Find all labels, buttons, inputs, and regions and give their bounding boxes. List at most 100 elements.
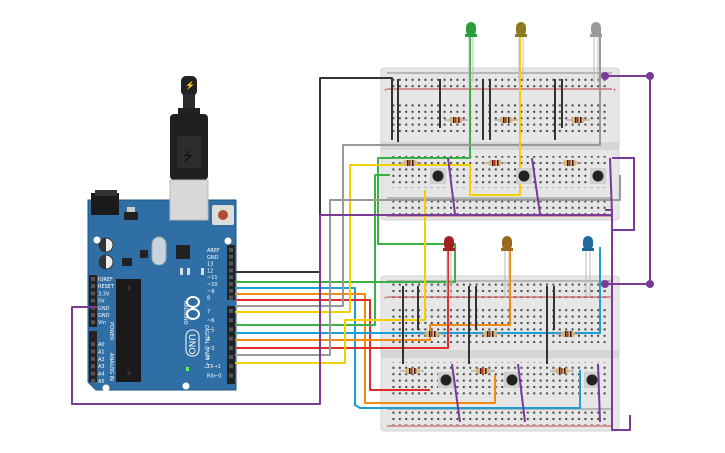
wire-pin12[interactable]	[235, 287, 581, 409]
resistor[interactable]	[558, 160, 582, 166]
resistor[interactable]	[550, 368, 574, 374]
wire-pin13[interactable]	[235, 30, 471, 283]
header-pin[interactable]	[91, 371, 95, 376]
wire-power[interactable]	[605, 209, 631, 431]
wire-gnd[interactable]	[235, 77, 393, 273]
resistor[interactable]	[444, 117, 468, 123]
resistor[interactable]	[556, 331, 580, 337]
board-model: UNO	[186, 334, 196, 354]
header-pin[interactable]	[91, 291, 95, 296]
header-pin[interactable]	[91, 277, 95, 281]
header-pin[interactable]	[229, 355, 233, 359]
digital-pin-label: 2	[207, 355, 210, 361]
wire-pin11[interactable]	[235, 293, 496, 404]
jumper-wire[interactable]	[609, 157, 613, 215]
header-pin[interactable]	[229, 364, 233, 369]
pushbutton[interactable]	[430, 168, 446, 184]
header-pin[interactable]	[229, 373, 233, 378]
lightning-icon: ⚡	[185, 80, 195, 90]
wire-junction[interactable]	[601, 72, 609, 80]
pushbutton[interactable]	[438, 372, 454, 388]
wire-power[interactable]	[71, 157, 635, 405]
arduino-uno[interactable]: ⚡ ⭍	[87, 76, 237, 392]
resistor[interactable]	[471, 368, 495, 374]
header-pin[interactable]	[229, 268, 233, 273]
led[interactable]	[590, 22, 602, 82]
header-pin[interactable]	[229, 282, 233, 286]
wire-pin7[interactable]	[235, 174, 390, 326]
pushbutton[interactable]	[584, 372, 600, 388]
resistor[interactable]	[483, 160, 507, 166]
header-pin[interactable]	[91, 320, 95, 325]
jumper-wire[interactable]	[447, 157, 456, 215]
header-pin[interactable]	[229, 295, 233, 300]
resistor[interactable]	[478, 331, 502, 337]
digital-pin-label: 12	[207, 268, 213, 274]
header-pin[interactable]	[91, 379, 95, 383]
wire-pin5[interactable]	[235, 245, 511, 341]
jumper-wire[interactable]	[451, 363, 461, 423]
digital-pin-label: 7	[207, 309, 210, 315]
digital-pin-label: ~11	[207, 275, 218, 281]
wires[interactable]	[71, 30, 654, 431]
resistor[interactable]	[420, 331, 444, 337]
wire-pin2[interactable]	[235, 190, 426, 364]
reset-button[interactable]	[218, 210, 228, 220]
header-pin[interactable]	[91, 313, 95, 317]
resistor[interactable]	[566, 117, 590, 123]
led[interactable]	[501, 236, 513, 296]
header-pin[interactable]	[229, 327, 233, 332]
header-pin[interactable]	[229, 309, 233, 313]
jumper-wire[interactable]	[597, 363, 601, 423]
jumper-wire[interactable]	[517, 363, 526, 423]
header-pin[interactable]	[229, 336, 233, 341]
resistor[interactable]	[400, 368, 424, 374]
header-pin[interactable]	[229, 254, 233, 259]
header-pin[interactable]	[91, 342, 95, 346]
header-pin[interactable]	[91, 349, 95, 354]
pushbutton[interactable]	[504, 372, 520, 388]
jumper-wire[interactable]	[531, 157, 541, 215]
power-pin-label: RESET	[98, 284, 115, 290]
wire-junction[interactable]	[646, 280, 654, 288]
wire-pin3[interactable]	[235, 175, 621, 356]
header-pin[interactable]	[91, 356, 95, 361]
led[interactable]	[515, 22, 527, 82]
digital-pin-label: RX←0	[207, 373, 221, 379]
power-header-label: POWER	[108, 322, 114, 341]
pushbutton[interactable]	[516, 168, 532, 184]
header-pin[interactable]	[91, 284, 95, 289]
analog-header-label: ANALOG IN	[108, 353, 114, 381]
header-pin[interactable]	[229, 345, 233, 350]
led[interactable]	[582, 236, 594, 296]
rail-holes	[390, 410, 610, 425]
led[interactable]	[465, 22, 477, 82]
header-pin[interactable]	[229, 288, 233, 293]
led[interactable]	[443, 236, 455, 296]
pushbutton[interactable]	[590, 168, 606, 184]
wire-pin9[interactable]	[235, 30, 601, 307]
header-pin[interactable]	[229, 261, 233, 266]
wire-power[interactable]	[605, 75, 651, 285]
resistor[interactable]	[398, 160, 422, 166]
header-pin[interactable]	[229, 318, 233, 323]
wire-pin6[interactable]	[235, 247, 601, 334]
wire-junction[interactable]	[646, 72, 654, 80]
header-pin[interactable]	[91, 298, 95, 303]
wire-pin10[interactable]	[235, 299, 430, 391]
wire-pin8[interactable]	[235, 30, 521, 313]
digital-pin-label: TX→1	[206, 364, 221, 370]
wire-pin4[interactable]	[235, 245, 449, 349]
usb-cable[interactable]: ⚡ ⭍	[170, 76, 208, 180]
header-pin[interactable]	[229, 275, 233, 280]
digital-pin-label: ~5	[207, 327, 214, 333]
header-pin[interactable]	[91, 364, 95, 369]
power-pin-label: Vin	[98, 320, 106, 326]
analog-pin-label: A0	[98, 342, 105, 348]
power-pin-label: 3.3V	[98, 291, 110, 297]
wire-junction[interactable]	[601, 280, 609, 288]
header-pin[interactable]	[229, 248, 233, 252]
resistor[interactable]	[494, 117, 518, 123]
analog-pin-label: A1	[98, 349, 105, 355]
